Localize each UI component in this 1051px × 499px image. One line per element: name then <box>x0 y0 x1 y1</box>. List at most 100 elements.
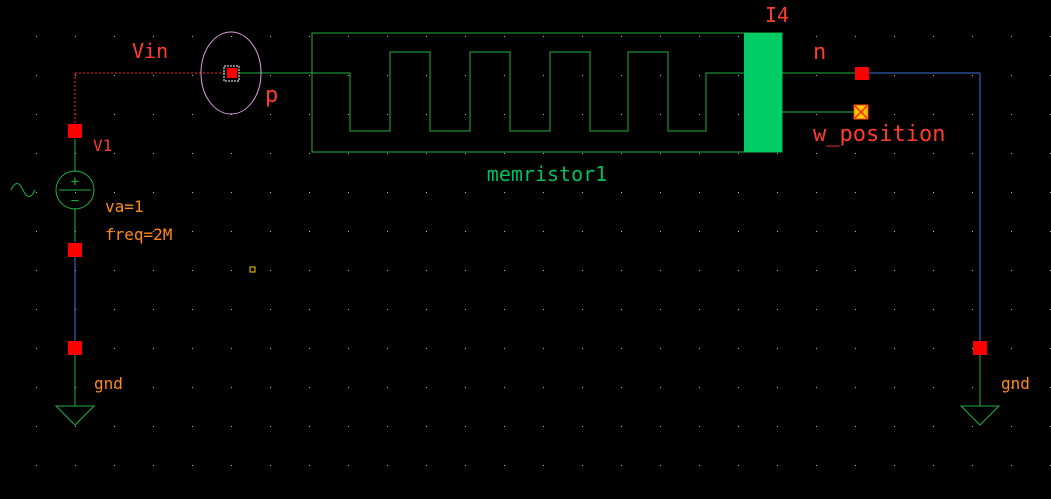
vsource-circle <box>55 170 95 210</box>
grid-dot <box>582 153 583 154</box>
grid-dot <box>933 231 934 232</box>
grid-dot <box>972 75 973 76</box>
grid-dot <box>387 75 388 76</box>
grid-dot <box>894 192 895 193</box>
grid-dot <box>270 348 271 349</box>
grid-dot <box>855 231 856 232</box>
grid-dot <box>36 75 37 76</box>
grid-dot <box>231 270 232 271</box>
grid-dot <box>465 387 466 388</box>
gnd-right-symbol[interactable] <box>959 355 1001 426</box>
grid-dot <box>855 309 856 310</box>
grid-dot <box>777 348 778 349</box>
grid-dot <box>1011 75 1012 76</box>
grid-dot <box>660 36 661 37</box>
v1-bottom-pin[interactable] <box>68 243 82 257</box>
v1-top-pin[interactable] <box>68 124 82 138</box>
grid-dot <box>855 36 856 37</box>
grid-dot <box>309 387 310 388</box>
grid-dot <box>387 270 388 271</box>
grid-dot <box>933 309 934 310</box>
grid-dot <box>192 465 193 466</box>
gnd-right-pin[interactable] <box>973 341 987 355</box>
grid-dot <box>660 153 661 154</box>
net-vin-label[interactable]: Vin <box>132 39 168 63</box>
grid-dot <box>504 348 505 349</box>
grid-dot <box>75 36 76 37</box>
grid-dot <box>660 387 661 388</box>
pin-w-position-label: w_position <box>813 122 945 147</box>
grid-dot <box>231 36 232 37</box>
grid-dot <box>621 75 622 76</box>
grid-dot <box>972 309 973 310</box>
grid-dot <box>387 387 388 388</box>
grid-dot <box>231 465 232 466</box>
grid-dot <box>426 231 427 232</box>
grid-dot <box>309 348 310 349</box>
grid-dot <box>75 192 76 193</box>
w-position-pin[interactable] <box>853 104 869 120</box>
dashed-net-vin[interactable] <box>74 72 232 130</box>
grid-dot <box>270 192 271 193</box>
grid-dot <box>972 192 973 193</box>
source-param-freq[interactable]: freq=2M <box>105 225 172 244</box>
grid-dot <box>387 36 388 37</box>
instance-name-label[interactable]: I4 <box>765 3 789 27</box>
grid-dot <box>348 348 349 349</box>
grid-dot <box>504 36 505 37</box>
grid-dot <box>426 387 427 388</box>
source-param-va[interactable]: va=1 <box>105 197 144 216</box>
grid-dot <box>660 309 661 310</box>
grid-dot <box>933 153 934 154</box>
grid-dot <box>465 348 466 349</box>
grid-dot <box>504 231 505 232</box>
grid-dot <box>894 153 895 154</box>
grid-dot <box>582 192 583 193</box>
grid-dot <box>153 270 154 271</box>
grid-dot <box>231 387 232 388</box>
grid-dot <box>36 114 37 115</box>
grid-dot <box>465 270 466 271</box>
grid-dot <box>270 465 271 466</box>
grid-dot <box>387 231 388 232</box>
grid-dot <box>114 309 115 310</box>
grid-dot <box>309 309 310 310</box>
memristor-symbol[interactable] <box>311 32 862 153</box>
grid-dot <box>855 270 856 271</box>
grid-dot <box>504 387 505 388</box>
grid-dot <box>465 114 466 115</box>
grid-dot <box>231 426 232 427</box>
grid-dot <box>504 192 505 193</box>
grid-dot <box>543 348 544 349</box>
grid-dot <box>309 465 310 466</box>
grid-dot <box>36 348 37 349</box>
grid-dot <box>894 426 895 427</box>
grid-dot <box>972 270 973 271</box>
grid-dot <box>738 75 739 76</box>
grid-dot <box>153 387 154 388</box>
grid-dot <box>114 114 115 115</box>
grid-dot <box>426 192 427 193</box>
grid-dot <box>699 36 700 37</box>
grid-dot <box>465 231 466 232</box>
gnd-left-pin[interactable] <box>68 341 82 355</box>
grid-dot <box>114 192 115 193</box>
grid-dot <box>777 270 778 271</box>
grid-dot <box>582 36 583 37</box>
grid-dot <box>348 153 349 154</box>
grid-dot <box>738 348 739 349</box>
grid-dot <box>582 75 583 76</box>
vin-pin[interactable] <box>223 65 240 82</box>
grid-dot <box>504 270 505 271</box>
grid-dot <box>348 426 349 427</box>
grid-dot <box>153 36 154 37</box>
grid-dot <box>153 309 154 310</box>
grid-dot <box>777 387 778 388</box>
grid-dot <box>660 192 661 193</box>
n-pin[interactable] <box>855 67 869 80</box>
source-name-label[interactable]: V1 <box>93 136 112 155</box>
vsource-v1[interactable] <box>10 139 95 242</box>
grid-dot <box>894 270 895 271</box>
gnd-left-symbol[interactable] <box>54 355 96 426</box>
